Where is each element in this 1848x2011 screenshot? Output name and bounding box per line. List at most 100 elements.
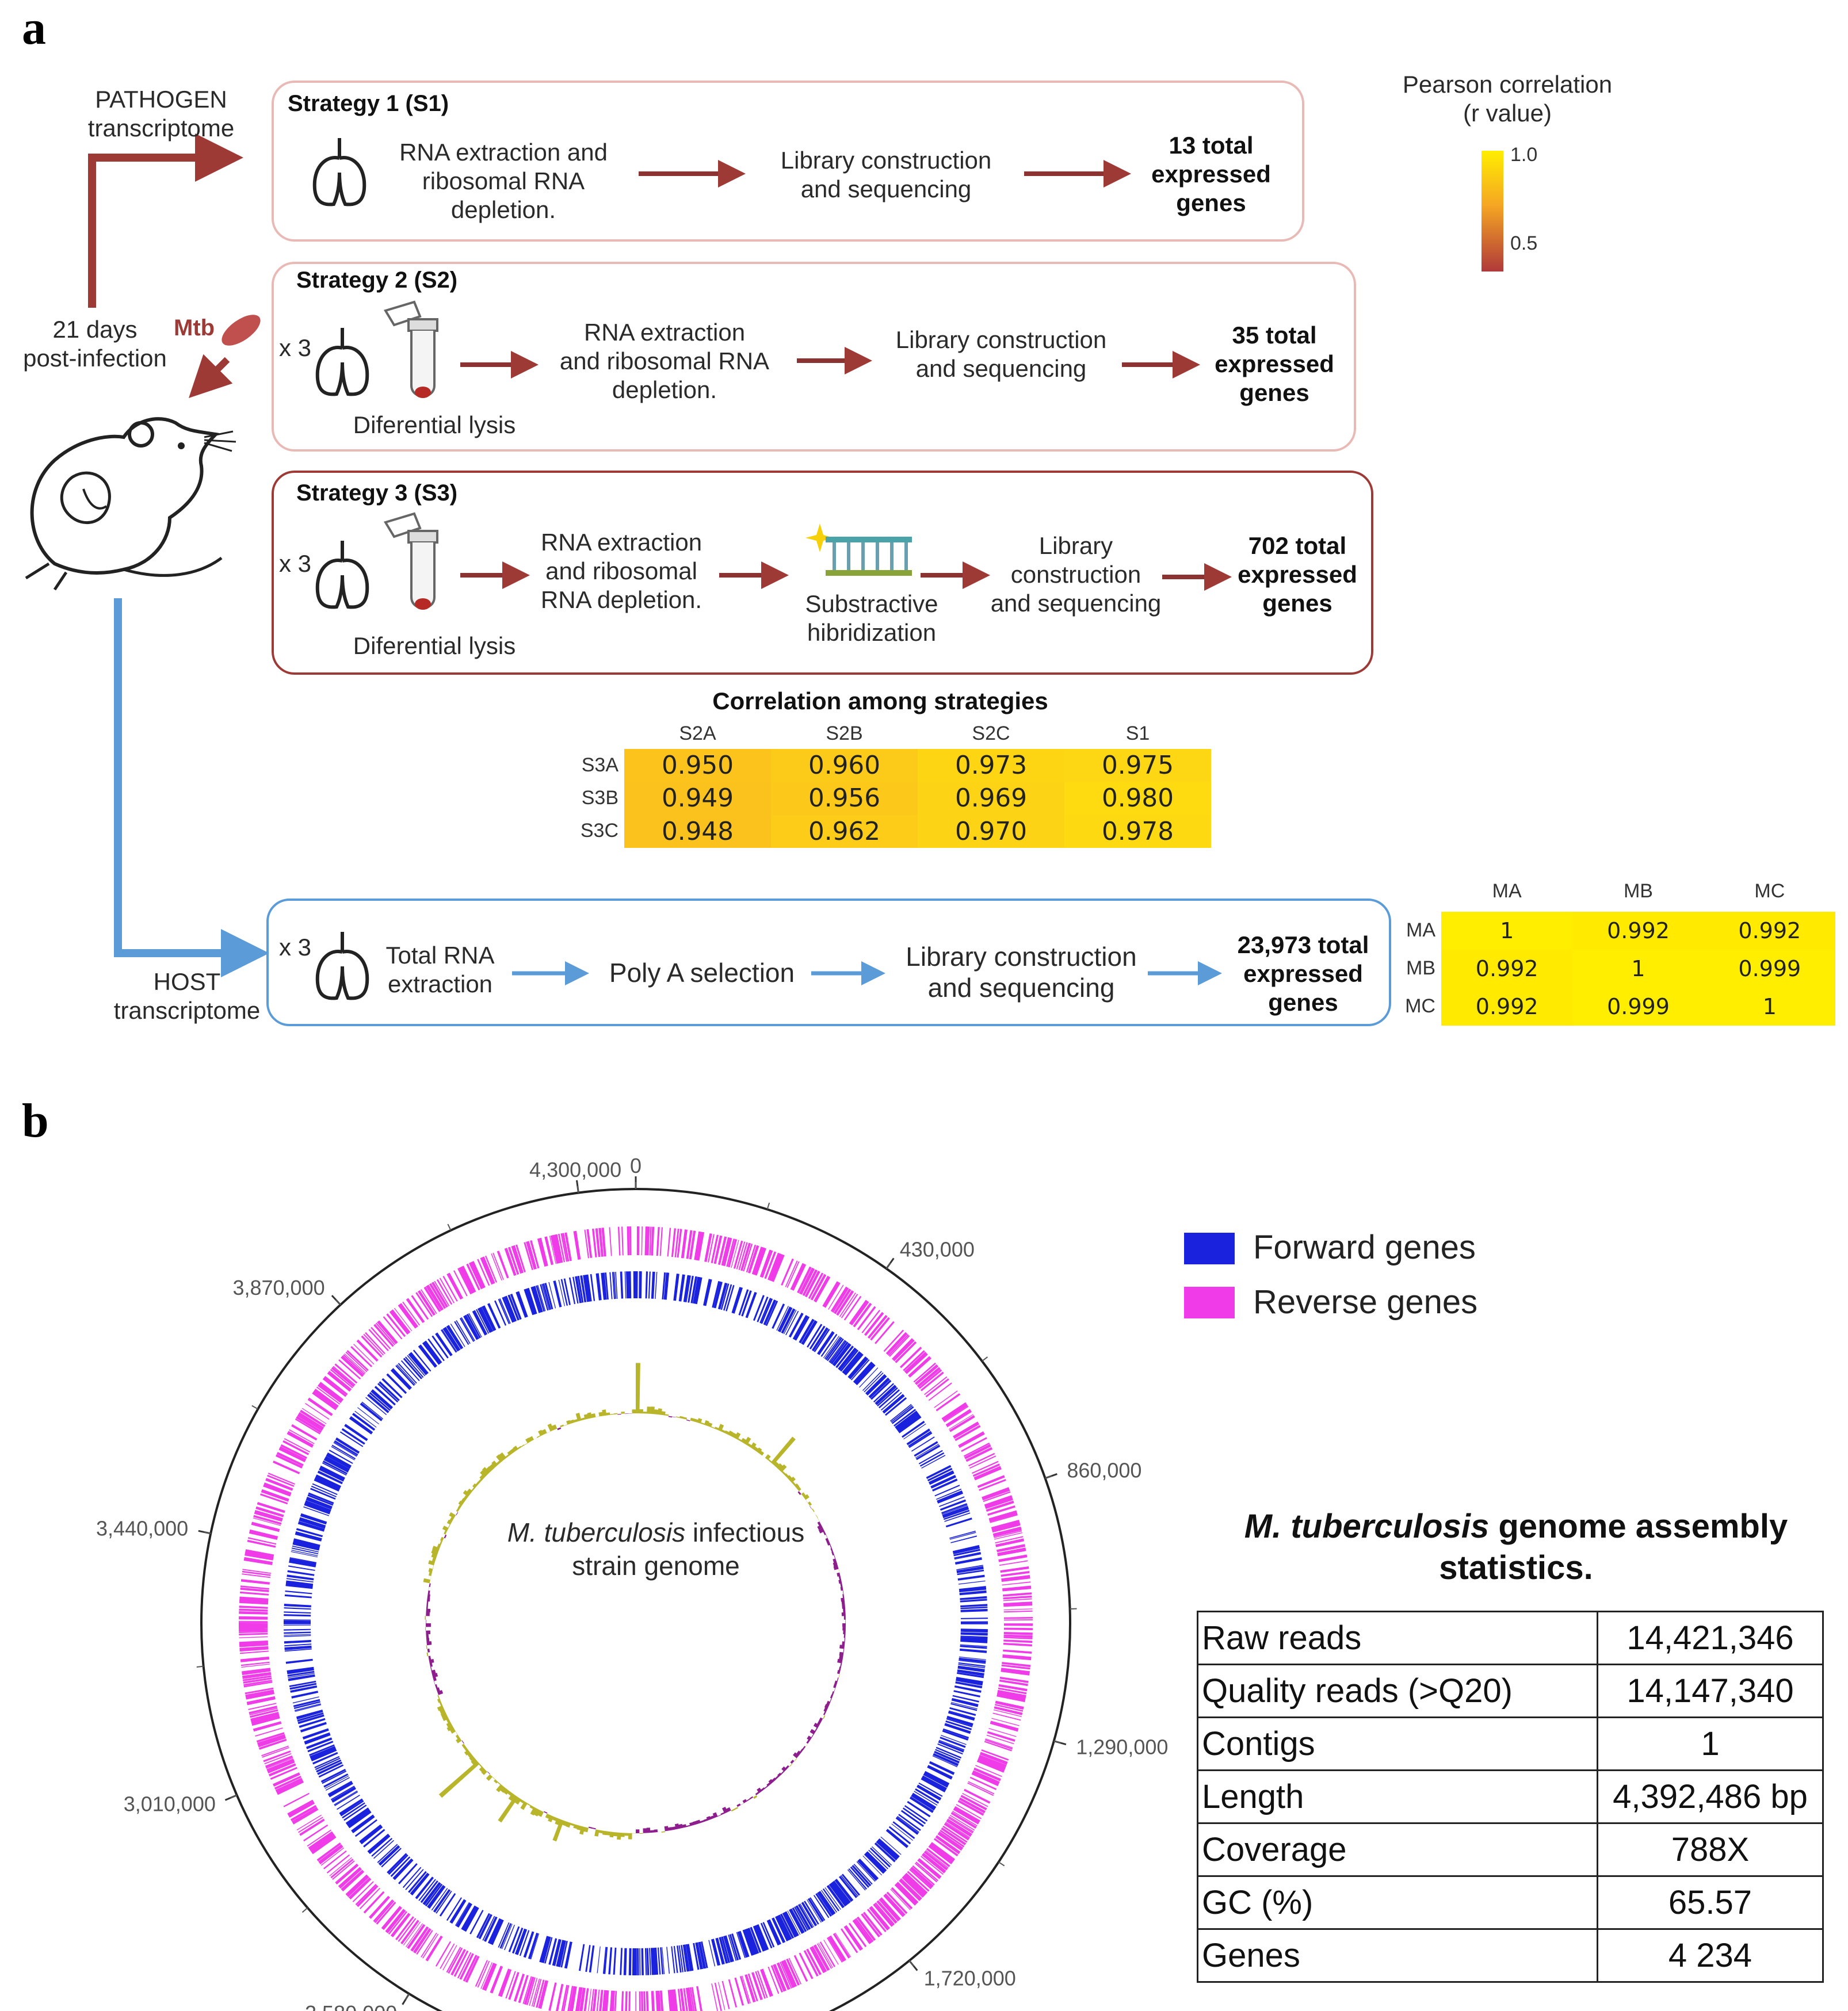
genome-minor-tick — [766, 1202, 770, 1210]
heatmap-cell: 0.992 — [1572, 912, 1704, 950]
heatmap-cell: 0.969 — [918, 782, 1064, 815]
strategy-3-box — [272, 471, 1373, 675]
genome-tick-label: 0 — [630, 1154, 642, 1177]
heatmap-column-label: MC — [1754, 880, 1785, 902]
host-step3-text: Library construction and sequencing — [906, 942, 1137, 1003]
genome-minor-tick — [982, 1356, 988, 1362]
genome-minor-tick — [335, 1299, 341, 1305]
genome-minor-tick — [301, 1907, 308, 1913]
days-post-infection-label: 21 days post-infection — [23, 316, 167, 372]
heatmap-row-label: S3B — [581, 787, 618, 809]
genome-minor-tick — [576, 1186, 579, 1193]
genome-tick-label: 4,300,000 — [529, 1158, 621, 1182]
genome-center-italic: M. tuberculosis — [507, 1517, 686, 1547]
colorbar-gradient — [1482, 151, 1503, 272]
genome-center-rest: infectious — [685, 1517, 805, 1547]
genome-minor-tick — [998, 1861, 1005, 1867]
heatmap-column-label: MB — [1623, 880, 1653, 902]
s2-step1-text: RNA extraction and ribosomal RNA depleti… — [559, 319, 770, 403]
genome-minor-tick — [1045, 1475, 1052, 1479]
s3-lysis-label: Diferential lysis — [353, 632, 516, 659]
stats-value: 4 234 — [1597, 1928, 1824, 1983]
heatmap-cell: 1 — [1572, 950, 1704, 988]
tube-icon — [383, 300, 438, 398]
heatmap-cell: 0.970 — [918, 815, 1064, 848]
host-arrow — [114, 598, 269, 977]
heatmap-cell: 0.992 — [1441, 988, 1573, 1026]
genome-outer-circle — [200, 1188, 1071, 2011]
stats-value: 65.57 — [1597, 1875, 1824, 1930]
flow-arrows — [88, 133, 1232, 985]
genome-minor-tick — [204, 1531, 211, 1534]
stats-value: 14,147,340 — [1597, 1664, 1824, 1718]
strategy-2-box — [272, 262, 1356, 452]
host-step1-text: Total RNA extraction — [385, 942, 495, 997]
lung-icon — [315, 932, 369, 1000]
heatmap-row-label: S3A — [581, 754, 618, 776]
legend-forward-label: Forward genes — [1253, 1229, 1476, 1266]
heatmap-cell: 0.956 — [771, 782, 918, 815]
heatmap-row-label: MA — [1406, 919, 1435, 941]
strategy-1-title: Strategy 1 (S1) — [288, 91, 449, 116]
mtb-label: Mtb — [174, 315, 215, 341]
stats-label: Genes — [1197, 1928, 1598, 1983]
heatmap-column-label: MA — [1492, 880, 1522, 902]
gc-skew-negative — [426, 1413, 846, 1833]
heatmap-row-label: MC — [1405, 995, 1435, 1017]
heatmap-cell: 1 — [1441, 912, 1573, 950]
s2-multiplier: x 3 — [279, 334, 312, 361]
genome-minor-tick — [196, 1665, 204, 1668]
lung-icon — [315, 541, 369, 609]
strategy-2-title: Strategy 2 (S2) — [296, 267, 458, 293]
gc-skew-positive — [423, 1363, 840, 1842]
tube-icon — [383, 512, 438, 610]
heatmap-cell: 0.980 — [1064, 782, 1211, 815]
heatmap-row-label: MB — [1406, 957, 1435, 979]
strategy-3-title: Strategy 3 (S3) — [296, 480, 458, 506]
colorbar-max-label: 1.0 — [1510, 144, 1538, 166]
genome-minor-tick — [230, 1794, 237, 1799]
heatmap-row-label: S3C — [580, 820, 618, 842]
genome-minor-tick — [251, 1405, 258, 1410]
genome-minor-tick — [447, 1224, 452, 1231]
heatmap-column-label: S2C — [972, 722, 1010, 744]
colorbar-min-label: 0.5 — [1510, 232, 1538, 254]
s2-lysis-label: Diferential lysis — [353, 411, 516, 438]
genome-tick-label: 2,580,000 — [305, 2001, 397, 2011]
legend-reverse-swatch — [1184, 1287, 1235, 1318]
heatmap-cell: 0.992 — [1704, 912, 1835, 950]
stats-value: 14,421,346 — [1597, 1611, 1824, 1665]
s2-step2-text: Library construction and sequencing — [895, 326, 1107, 382]
hybridization-icon — [805, 523, 912, 576]
heatmap-cell: 0.999 — [1572, 988, 1704, 1026]
genome-circular-map: 0430,000860,0001,290,0001,720,0002,150,0… — [96, 1154, 1168, 2011]
among-strategies-title: Correlation among strategies — [712, 687, 1048, 714]
s3-result-text: 702 total expressed genes — [1238, 532, 1357, 617]
s1-step2-text: Library construction and sequencing — [780, 147, 992, 202]
stats-label: Raw reads — [1197, 1611, 1598, 1665]
stats-title-rest: genome assembly statistics. — [1439, 1508, 1788, 1586]
genome-minor-tick — [404, 1993, 410, 2000]
lung-icon — [315, 328, 369, 396]
stats-label: GC (%) — [1197, 1875, 1598, 1930]
genome-tick-label: 3,870,000 — [232, 1276, 324, 1299]
stats-value: 1 — [1597, 1716, 1824, 1771]
stats-label: Length — [1197, 1769, 1598, 1824]
stats-value: 788X — [1597, 1822, 1824, 1877]
host-result-text: 23,973 total expressed genes — [1237, 931, 1369, 1016]
heatmap-cell: 1 — [1704, 988, 1835, 1026]
stats-title: M. tuberculosis genome assembly statisti… — [1197, 1506, 1835, 1589]
stats-title-italic: M. tuberculosis — [1244, 1508, 1490, 1545]
stats-row: GC (%)65.57 — [1197, 1875, 1824, 1930]
genome-minor-tick — [1053, 1740, 1061, 1744]
stats-row: Quality reads (>Q20)14,147,340 — [1197, 1664, 1824, 1718]
heatmap-cell: 0.950 — [624, 749, 771, 782]
host-multiplier: x 3 — [279, 934, 312, 961]
genome-minor-tick — [908, 1960, 914, 1967]
heatmap-cell: 0.948 — [624, 815, 771, 848]
